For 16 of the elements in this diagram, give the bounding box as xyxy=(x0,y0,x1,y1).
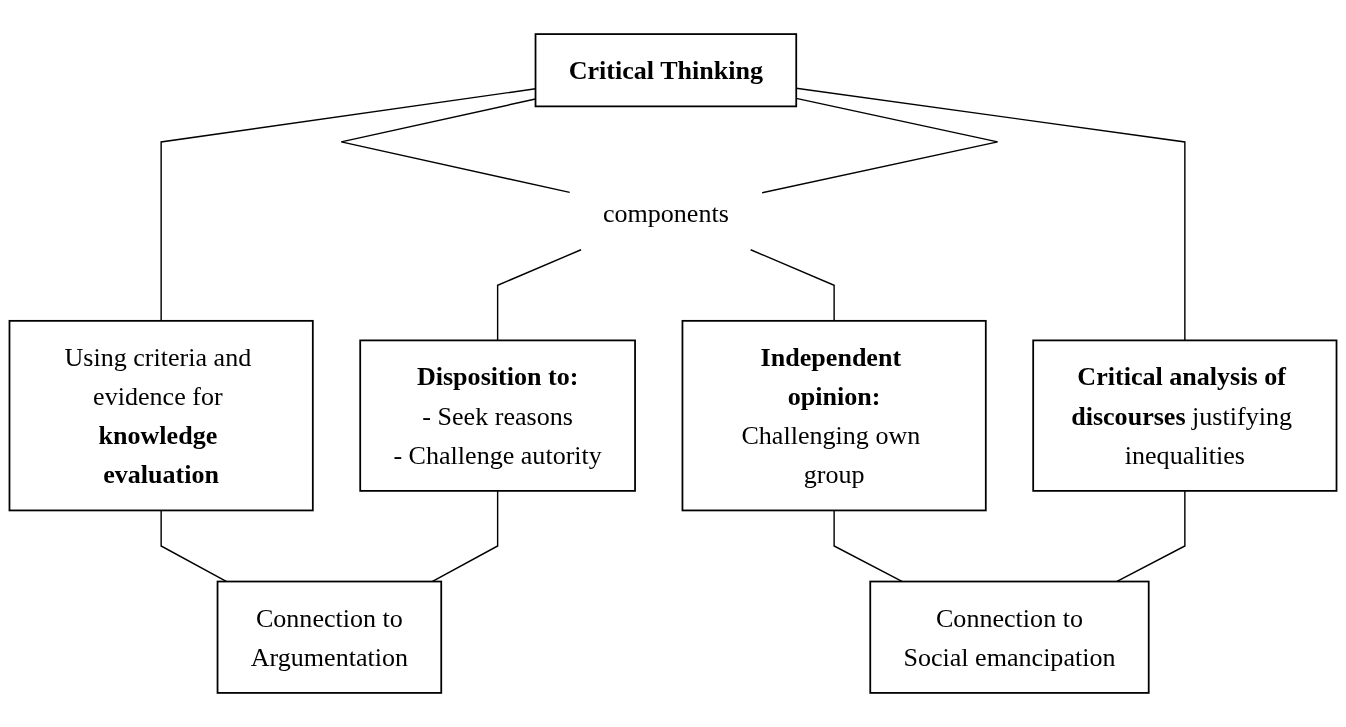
connector xyxy=(1115,490,1186,583)
node-box: Using criteria and evidence for knowledge evaluation xyxy=(8,319,314,512)
connector xyxy=(340,98,571,194)
node-text: components xyxy=(602,198,729,229)
connector xyxy=(496,249,582,342)
connector xyxy=(833,509,904,583)
node-box: Critical analysis of discourses justifying inequalities xyxy=(1032,339,1338,492)
connector xyxy=(431,490,499,583)
node-box: Disposition to: - Seek reasons - Challenge autority xyxy=(359,339,636,492)
connector xyxy=(761,97,999,194)
node-box: Critical Thinking xyxy=(534,33,798,108)
connector xyxy=(750,249,835,322)
node-box: Connection to Argumentation xyxy=(216,580,443,694)
node-box: Connection to Social emancipation xyxy=(869,580,1150,694)
node-box: Independent opinion: Challenging own group xyxy=(681,319,987,512)
connector xyxy=(160,509,228,583)
